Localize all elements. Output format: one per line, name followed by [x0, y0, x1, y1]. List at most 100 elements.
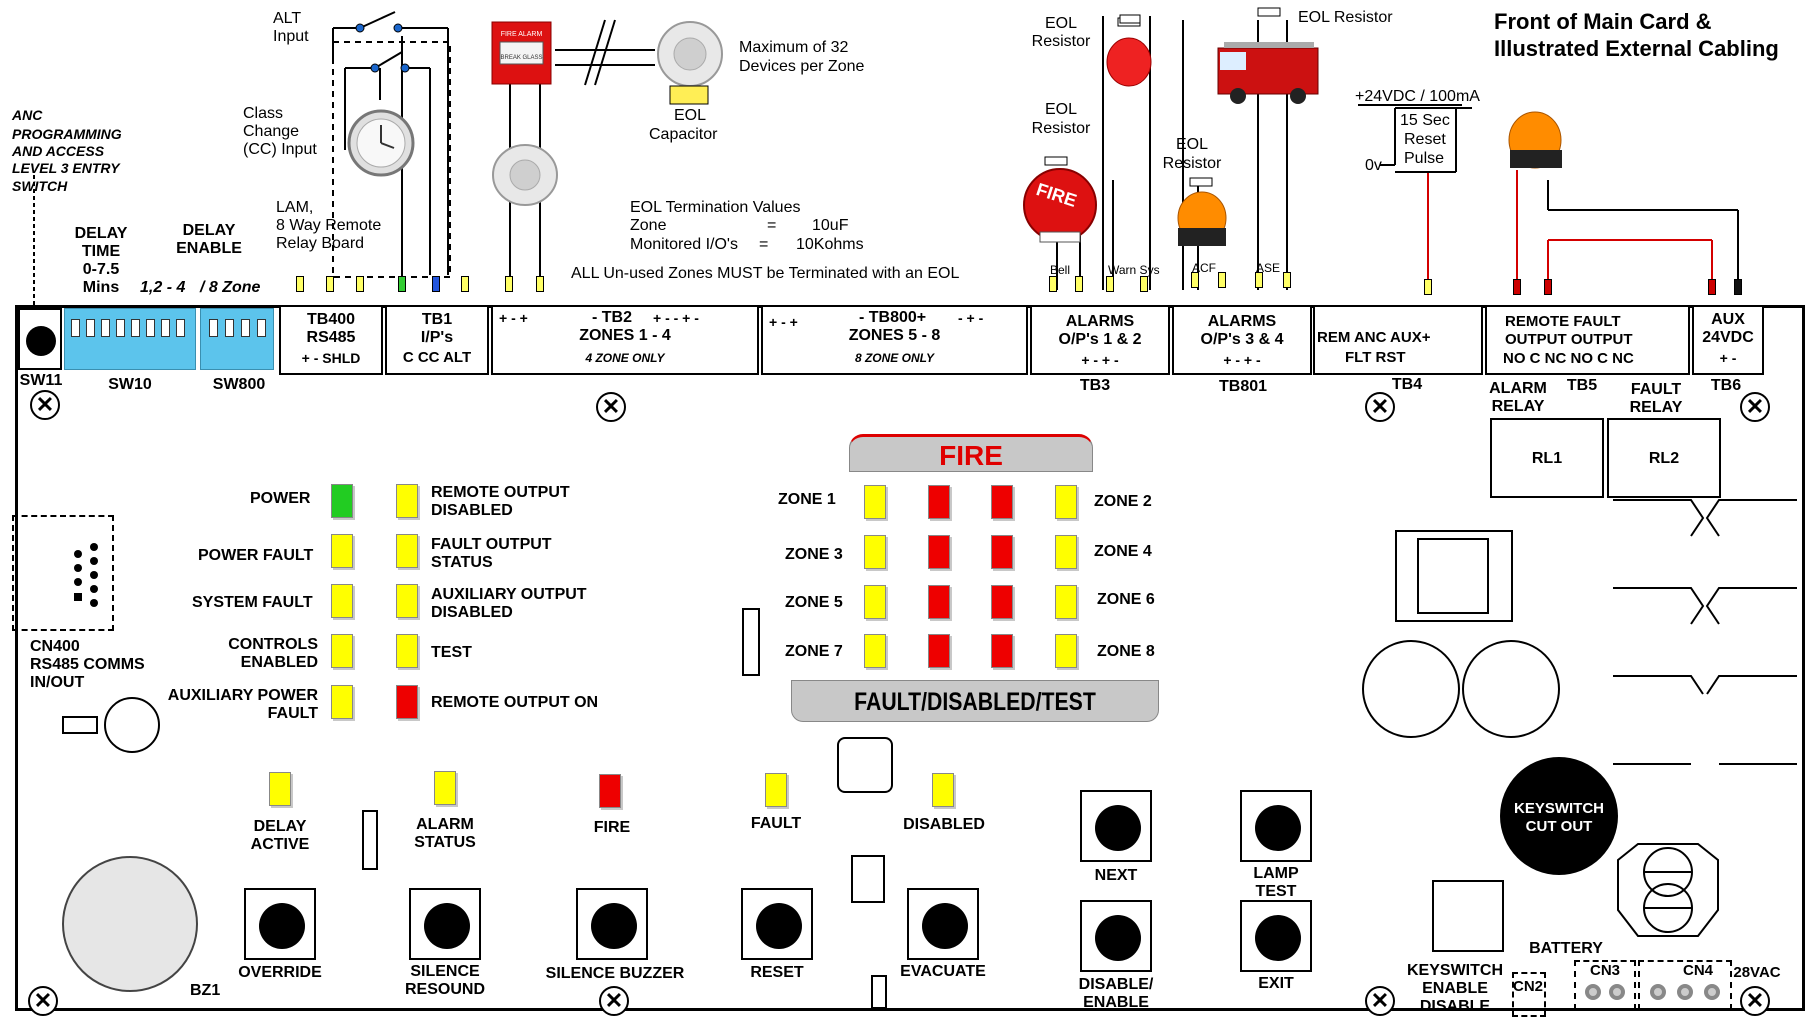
- lam-label-1: LAM,: [276, 199, 314, 216]
- fault-output-status-label-2: STATUS: [431, 554, 493, 571]
- tb800-signs: + - +: [769, 314, 798, 330]
- cn3-connector[interactable]: CN3: [1574, 960, 1636, 1010]
- sw10-dip-5[interactable]: [131, 319, 140, 337]
- sw10-dip-4[interactable]: [116, 319, 125, 337]
- zone-4-fire-led: [991, 535, 1013, 569]
- sw800-dip-3[interactable]: [241, 319, 250, 337]
- delay-time-label-1: DELAY: [74, 225, 128, 242]
- zone-4-label: ZONE 4: [1094, 543, 1152, 560]
- pin-tb801-3: [1255, 272, 1263, 288]
- power-fault-led: [331, 534, 353, 568]
- sw11-switch[interactable]: [18, 308, 62, 370]
- next-label: NEXT: [1094, 867, 1138, 884]
- tb3-sub: O/P's 1 & 2: [1058, 331, 1142, 348]
- pin-tb6-plus: [1708, 279, 1716, 295]
- connector-slot: [742, 608, 760, 676]
- sw800-dip-1[interactable]: [209, 319, 218, 337]
- exit-button[interactable]: [1240, 900, 1312, 972]
- call-point-sub: BREAK GLASS: [500, 55, 543, 61]
- mount-screw-icon: ✕: [28, 986, 58, 1016]
- wire-acf-label: ACF: [1192, 261, 1216, 275]
- pin-tb1-c: [398, 276, 406, 292]
- cn4-label: CN4: [1682, 962, 1713, 979]
- tb400-title: TB400: [306, 311, 356, 328]
- relay-rl2: RL2: [1607, 418, 1721, 498]
- anc-switch-label-5: SWITCH: [12, 178, 68, 194]
- sw10-dip-switch[interactable]: [64, 308, 196, 370]
- zone-option-b: / 8 Zone: [200, 279, 261, 296]
- cn400-connector[interactable]: [12, 515, 114, 631]
- sw10-dip-8[interactable]: [176, 319, 185, 337]
- pin-tb400-1: [296, 276, 304, 292]
- zone-8-fire-led: [991, 634, 1013, 668]
- lamp-test-button[interactable]: [1240, 790, 1312, 862]
- anc-switch-label-3: AND ACCESS: [12, 143, 105, 159]
- aux-power-fault-led: [331, 685, 353, 719]
- aux-output-disabled-label-2: DISABLED: [431, 604, 513, 621]
- cn3-pin-icon: [1585, 984, 1601, 1000]
- disable-enable-button[interactable]: [1080, 900, 1152, 972]
- alt-input-label-1: ALT: [273, 10, 302, 27]
- zone-7-fire-led: [928, 634, 950, 668]
- alarm-status-label-2: STATUS: [414, 834, 476, 851]
- cn2-connector[interactable]: [1512, 972, 1546, 1017]
- tb1-title: TB1: [421, 311, 453, 328]
- zone-7-label: ZONE 7: [785, 643, 843, 660]
- fire-led: [599, 774, 621, 808]
- relay-rl1-label: RL1: [1531, 450, 1563, 467]
- mount-screw-icon: ✕: [30, 390, 60, 420]
- silence-buzzer-button[interactable]: [576, 888, 648, 960]
- delay-active-led: [269, 772, 291, 806]
- call-point-text: FIRE ALARM: [500, 31, 543, 38]
- reset-button[interactable]: [741, 888, 813, 960]
- zone-2-fire-led: [991, 485, 1013, 519]
- cn400-label-2: RS485 COMMS: [30, 656, 145, 673]
- eol-resistor-bell-1: EOL: [1044, 101, 1077, 118]
- tb5-label: TB5: [1566, 377, 1598, 394]
- sw10-dip-2[interactable]: [86, 319, 95, 337]
- sw800-dip-2[interactable]: [225, 319, 234, 337]
- sw800-dip-switch[interactable]: [200, 308, 274, 370]
- tb3-label: TB3: [1079, 377, 1111, 394]
- next-button[interactable]: [1080, 790, 1152, 862]
- tb2-signs: + - +: [499, 310, 528, 326]
- mount-screw-icon: ✕: [596, 392, 626, 422]
- sw800-dip-4[interactable]: [257, 319, 266, 337]
- pin-tb3-2: [1075, 276, 1083, 292]
- sw10-label: SW10: [108, 376, 152, 393]
- wire-warn-label: Warn Sys: [1108, 263, 1160, 277]
- disable-enable-label-2: ENABLE: [1083, 994, 1149, 1011]
- smoke-detector-2: [492, 144, 558, 206]
- tb1-pins: C CC ALT: [402, 349, 472, 366]
- wire-bell-label: Bell: [1050, 263, 1071, 277]
- zone-8-fault-led: [1055, 634, 1077, 668]
- mount-screw-icon: ✕: [1365, 986, 1395, 1016]
- pin-tb400-3: [356, 276, 364, 292]
- unused-zones-note: ALL Un-used Zones MUST be Terminated wit…: [571, 265, 960, 282]
- tb400-sub: RS485: [306, 329, 356, 346]
- cn4-connector[interactable]: CN4: [1638, 960, 1732, 1010]
- tb6-label: TB6: [1710, 377, 1742, 394]
- silence-resound-button[interactable]: [409, 888, 481, 960]
- tb801-terminal: ALARMS O/P's 3 & 4 + - + -: [1172, 305, 1312, 375]
- sw10-dip-3[interactable]: [101, 319, 110, 337]
- zone-1-label: ZONE 1: [778, 491, 836, 508]
- cn400-label-3: IN/OUT: [30, 674, 85, 691]
- reset-label: RESET: [750, 964, 804, 981]
- chip-component: [837, 737, 893, 793]
- zone-2-fault-led: [1055, 485, 1077, 519]
- sw800-label: SW800: [212, 376, 266, 393]
- capacitor-1: [1362, 640, 1460, 738]
- evacuate-button[interactable]: [907, 888, 979, 960]
- sw10-dip-6[interactable]: [146, 319, 155, 337]
- alt-input-label-2: Input: [273, 28, 309, 45]
- eol-zone-value: 10uF: [812, 217, 849, 234]
- cn4-pin-icon: [1704, 984, 1720, 1000]
- cn400-pins-icon: [74, 543, 98, 607]
- sw10-dip-7[interactable]: [161, 319, 170, 337]
- mount-screw-icon: ✕: [599, 986, 629, 1016]
- override-button[interactable]: [244, 888, 316, 960]
- sw10-dip-1[interactable]: [71, 319, 80, 337]
- tb5-row3: NO C NC NO C NC: [1503, 350, 1634, 367]
- psu-label: +24VDC / 100mA: [1355, 88, 1480, 105]
